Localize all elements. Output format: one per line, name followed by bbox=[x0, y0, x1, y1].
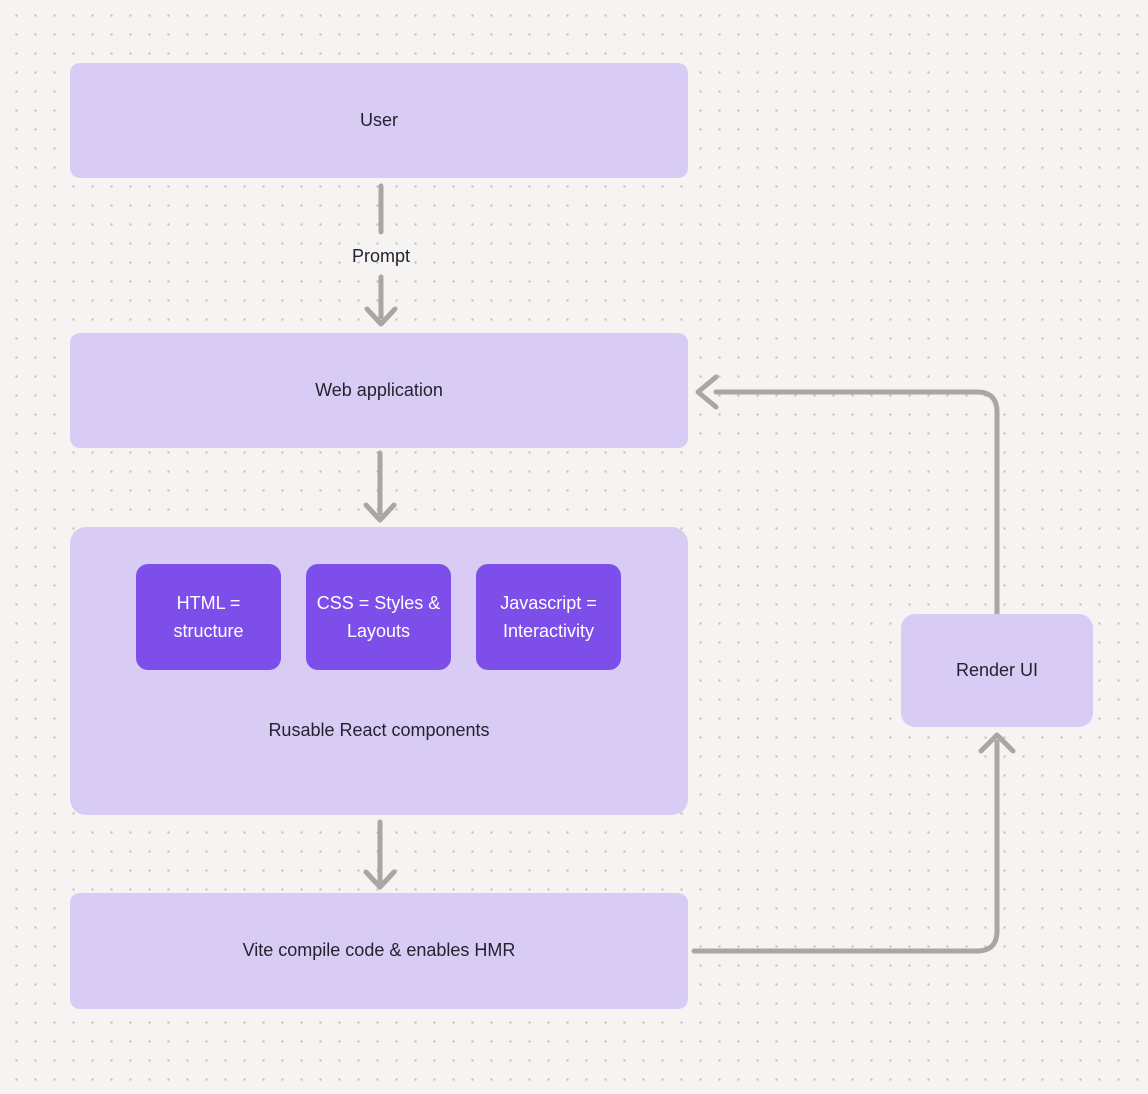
components-row: HTML = structure CSS = Styles & Layouts … bbox=[136, 564, 621, 670]
node-web-application[interactable]: Web application bbox=[70, 333, 688, 448]
node-web-application-label: Web application bbox=[315, 379, 443, 400]
arrowhead-down-icon bbox=[363, 502, 397, 523]
node-javascript-label: Javascript = Interactivity bbox=[500, 593, 597, 641]
connector-webapp-to-components bbox=[363, 450, 397, 523]
node-user[interactable]: User bbox=[70, 63, 688, 178]
node-javascript[interactable]: Javascript = Interactivity bbox=[476, 564, 621, 670]
node-css-label: CSS = Styles & Layouts bbox=[316, 593, 441, 641]
edge-label-prompt: Prompt bbox=[351, 246, 411, 266]
node-vite[interactable]: Vite compile code & enables HMR bbox=[70, 893, 688, 1009]
connector-render-ui-to-webapp bbox=[695, 374, 1000, 617]
arrowhead-down-icon bbox=[363, 869, 397, 890]
arrowhead-up-icon bbox=[978, 732, 1016, 754]
connector-components-to-vite bbox=[363, 819, 397, 890]
node-html-label: HTML = structure bbox=[173, 593, 244, 641]
node-html[interactable]: HTML = structure bbox=[136, 564, 281, 670]
node-render-ui[interactable]: Render UI bbox=[901, 614, 1093, 727]
node-components-container[interactable]: HTML = structure CSS = Styles & Layouts … bbox=[70, 527, 688, 815]
arrowhead-left-icon bbox=[695, 374, 719, 410]
node-render-ui-label: Render UI bbox=[955, 659, 1039, 680]
connector-vite-to-render-ui bbox=[691, 732, 1016, 954]
node-vite-label: Vite compile code & enables HMR bbox=[242, 940, 516, 961]
arrowhead-down-icon bbox=[364, 306, 398, 327]
node-css[interactable]: CSS = Styles & Layouts bbox=[306, 564, 451, 670]
node-user-label: User bbox=[359, 109, 398, 130]
components-caption: Rusable React components bbox=[268, 720, 490, 740]
